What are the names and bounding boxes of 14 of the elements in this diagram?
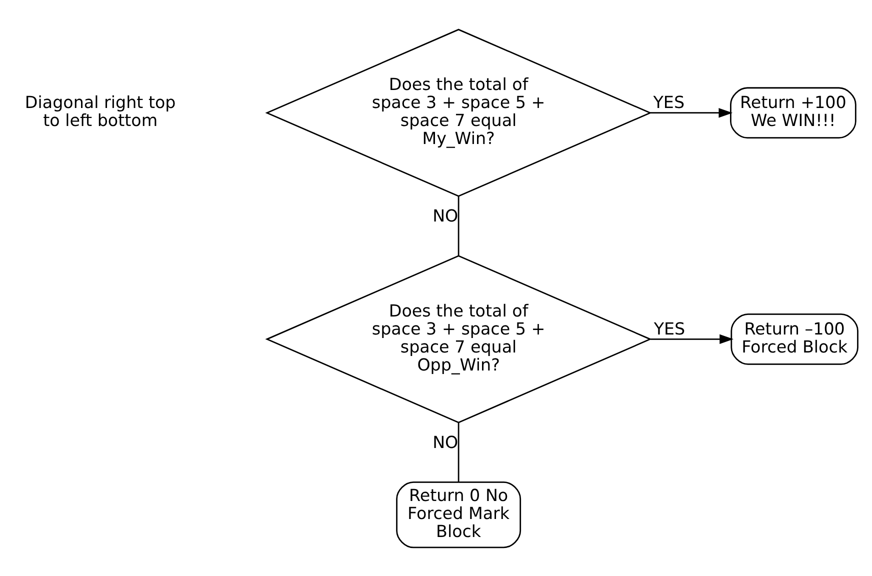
edge-label: NO [432,432,458,452]
node-box: Return +100 We WIN!!! [730,86,856,138]
edge-label: NO [432,206,458,225]
arrow [650,334,734,344]
node-box: Return 0 No Forced Mark Block [396,481,522,548]
arrow [650,108,733,118]
node-diamond: Does the total of space 3 + space 5 + space 7 equal My_Win? [265,28,652,196]
edge-label: YES [654,318,686,338]
node-diamond: Does the total of space 3 + space 5 + space 7 equal Opp_Win? [265,254,652,423]
label: Diagonal right top to left bottom [24,92,176,130]
connector [458,196,460,255]
edge-label: YES [653,92,685,112]
connector [458,422,460,482]
node-box: Return –100 Forced Block [730,313,858,364]
